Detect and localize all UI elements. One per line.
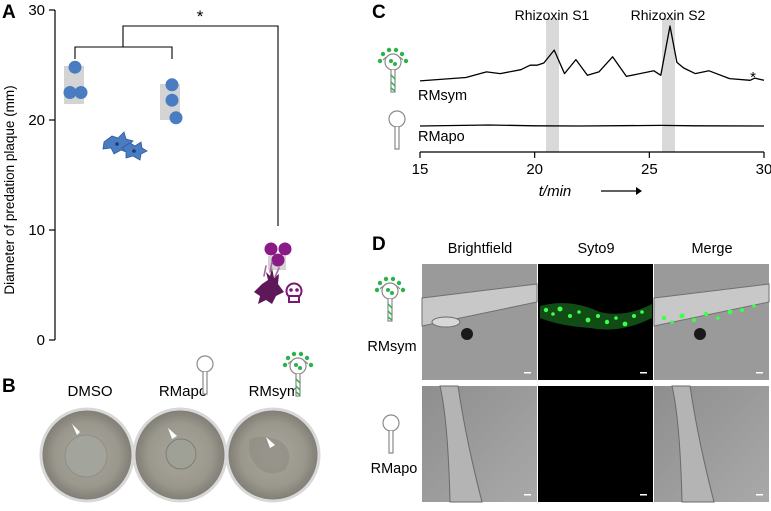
x-tick-label: 30 bbox=[756, 161, 771, 178]
petri-plate-rmapo bbox=[132, 407, 228, 503]
panel-c: C Rhizoxin S1 Rhizoxin S2 * RMsym RMapo … bbox=[372, 2, 771, 200]
panel-d: D Brightfield Syto9 Merge RMsym RMapo bbox=[367, 234, 770, 503]
chromatogram-traces bbox=[419, 25, 765, 127]
trace-rmsym bbox=[419, 25, 765, 82]
micrograph-merge-rmsym bbox=[653, 264, 770, 380]
row-label-rmapo: RMapo bbox=[371, 461, 418, 477]
micrograph-merge-rmapo bbox=[654, 385, 769, 503]
plate-label-rmsym: RMsym bbox=[249, 383, 300, 400]
data-point bbox=[165, 93, 179, 107]
significance-marker: * bbox=[197, 7, 204, 26]
data-point bbox=[68, 60, 82, 74]
plate-label-dmso: DMSO bbox=[68, 383, 113, 400]
y-tick-label: 0 bbox=[37, 332, 45, 349]
y-axis-ticks: 0 10 20 30 bbox=[28, 2, 55, 349]
trace-label-rmsym: RMsym bbox=[418, 88, 467, 104]
rmsym-cell-icon bbox=[374, 276, 406, 322]
y-axis-label: Diameter of predation plaque (mm) bbox=[2, 85, 17, 294]
peak-label-s1: Rhizoxin S1 bbox=[515, 7, 590, 23]
micrograph-brightfield-rmapo bbox=[422, 385, 537, 503]
panel-a: A Diameter of predation plaque (mm) 0 10 2… bbox=[2, 2, 303, 349]
highlight-band-s2 bbox=[662, 18, 675, 152]
y-tick-label: 30 bbox=[28, 2, 45, 19]
column-label-brightfield: Brightfield bbox=[448, 241, 512, 257]
y-tick-label: 10 bbox=[28, 222, 45, 239]
x-axis-ticks: 15 20 25 30 bbox=[412, 152, 771, 178]
panel-b: B DMSO RMapo RMsym bbox=[2, 351, 321, 503]
y-tick-label: 20 bbox=[28, 112, 45, 129]
micrograph-syto9-rmsym bbox=[538, 264, 653, 380]
data-point bbox=[271, 253, 285, 267]
data-point bbox=[278, 242, 292, 256]
micrograph-syto9-rmapo bbox=[538, 386, 653, 502]
rmapo-cell-icon bbox=[382, 414, 400, 454]
panel-d-letter: D bbox=[372, 234, 386, 255]
petri-plate-rmsym bbox=[225, 407, 321, 503]
data-point bbox=[63, 86, 77, 99]
trace-label-rmapo: RMapo bbox=[418, 129, 465, 145]
dying-cell-icon bbox=[254, 261, 284, 304]
skull-icon bbox=[285, 282, 303, 303]
trace-rmapo bbox=[419, 124, 765, 127]
highlight-band-s1 bbox=[546, 18, 559, 152]
column-label-merge: Merge bbox=[691, 241, 732, 257]
row-label-rmsym: RMsym bbox=[367, 339, 416, 355]
petri-plate-dmso bbox=[39, 407, 135, 503]
micrograph-brightfield-rmsym bbox=[421, 264, 538, 380]
panel-b-letter: B bbox=[2, 376, 16, 397]
x-tick-label: 15 bbox=[412, 161, 429, 178]
rmapo-cell-icon bbox=[388, 110, 406, 150]
panel-a-letter: A bbox=[2, 2, 16, 23]
x-tick-label: 25 bbox=[641, 161, 658, 178]
x-axis-label: t/min bbox=[539, 183, 572, 200]
asterisk-marker: * bbox=[750, 69, 756, 86]
peak-label-s2: Rhizoxin S2 bbox=[631, 7, 706, 23]
data-point bbox=[169, 111, 183, 125]
column-label-syto9: Syto9 bbox=[577, 241, 614, 257]
data-point bbox=[74, 86, 88, 99]
panel-c-letter: C bbox=[372, 2, 386, 23]
significance-bracket bbox=[74, 25, 279, 226]
rmsym-cell-icon bbox=[377, 47, 409, 93]
time-arrow bbox=[601, 187, 642, 195]
data-points bbox=[63, 60, 292, 267]
data-point bbox=[165, 78, 179, 92]
amoeba-cell-icon bbox=[121, 141, 148, 161]
plate-label-rmapo: RMapo bbox=[159, 383, 207, 400]
x-tick-label: 20 bbox=[526, 161, 543, 178]
data-point bbox=[264, 242, 278, 256]
